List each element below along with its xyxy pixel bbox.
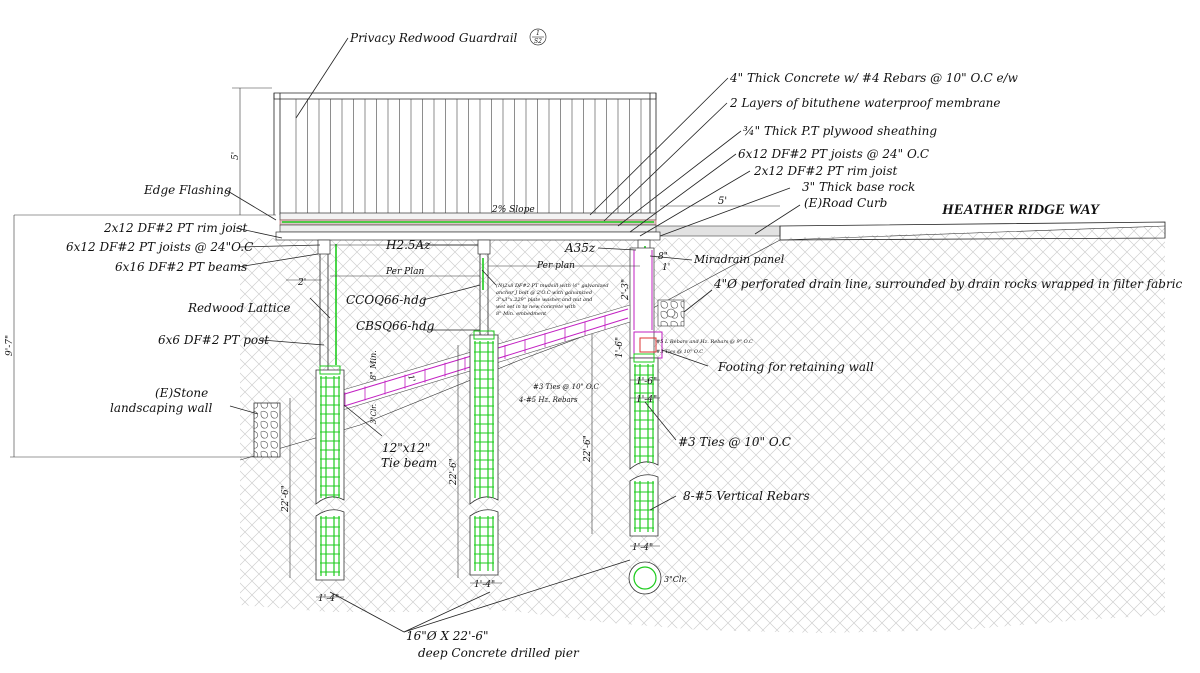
- drain-rock: [657, 299, 685, 327]
- dim-min-8: 8" Min.: [369, 350, 378, 380]
- label-mudsill-4: wet set in to new concrete with: [496, 304, 576, 310]
- label-ccoq: CCOQ66-hdg: [346, 293, 427, 307]
- label-mudsill-5: 8" Min. embedment: [496, 311, 547, 317]
- pier-upper: [469, 334, 499, 505]
- dim-pier-depth-3: 22'-6": [583, 435, 593, 463]
- label-h25az: H2.5Az: [385, 238, 431, 252]
- label-concrete: 4" Thick Concrete w/ #4 Rebars @ 10" O.C…: [729, 71, 1019, 85]
- label-per-plan-2: Per plan: [536, 261, 575, 271]
- deck-slab: [275, 212, 661, 241]
- dim-pier-depth-2: 22'-6": [449, 458, 459, 486]
- retaining-wall: [629, 247, 685, 359]
- dim-pier-dia-2: 1'-4": [474, 580, 495, 590]
- dim-rail-height: 5': [231, 152, 241, 160]
- label-vertical-rebars: 8-#5 Vertical Rebars: [683, 489, 810, 503]
- label-footing: Footing for retaining wall: [717, 360, 874, 374]
- dim-pier-dia-3: 1'-4": [632, 543, 653, 553]
- dim-overall-height: 9'-7": [5, 335, 15, 356]
- dim-footing-w: 1'-6": [636, 377, 657, 387]
- drilled-piers: [315, 330, 659, 581]
- pier-cap: [319, 365, 341, 375]
- dim-gap: 8": [658, 252, 668, 262]
- label-guardrail-ref-top: 1: [536, 30, 540, 37]
- pier-cap: [473, 330, 495, 340]
- label-ties-small: #3 Ties @ 10" O.C: [533, 383, 600, 391]
- framing: [317, 239, 651, 370]
- label-stone-wall-2: landscaping wall: [110, 401, 212, 415]
- label-mudsill-1: (N)2x8 DF#2 PT mudsill with ½" galvanize…: [496, 282, 609, 289]
- dim-setback: 5': [718, 196, 727, 207]
- label-redwood-lattice: Redwood Lattice: [187, 301, 290, 315]
- label-ties-small-2: #3 Ties @ 10" O.C: [656, 348, 703, 355]
- label-ties-main: #3 Ties @ 10" O.C: [678, 435, 791, 449]
- label-a35z: A35z: [564, 241, 596, 255]
- label-road-curb: (E)Road Curb: [804, 196, 887, 210]
- label-base-rock: 3" Thick base rock: [802, 180, 915, 194]
- dim-pier-depth-1: 22'-6": [281, 485, 291, 513]
- label-rim-joist-left: 2x12 DF#2 PT rim joist: [103, 221, 248, 235]
- label-l-rebars: #5 L Rebars and Hz. Rebars @ 9" O.C: [656, 338, 753, 345]
- label-rim-joist-right: 2x12 DF#2 PT rim joist: [753, 164, 898, 178]
- label-edge-flashing: Edge Flashing: [143, 183, 232, 197]
- dim-gap2: 1': [662, 263, 670, 273]
- label-pier-2: deep Concrete drilled pier: [418, 646, 580, 660]
- label-beams: 6x16 DF#2 PT beams: [115, 260, 247, 274]
- label-joists-left: 6x12 DF#2 PT joists @ 24"O.C: [66, 240, 253, 254]
- label-guardrail-ref-bottom: S2: [534, 38, 542, 45]
- dim-tie-1: 1': [406, 374, 417, 384]
- guardrail: [273, 92, 657, 215]
- dim-clr-3b: 3"Clr.: [664, 575, 687, 584]
- label-tie-beam-1: 12"x12": [382, 441, 430, 455]
- label-hz-rebars: 4-#5 Hz. Rebars: [518, 396, 578, 404]
- pier-upper: [315, 369, 345, 505]
- label-miradrain: Miradrain panel: [693, 253, 785, 266]
- label-cbsq: CBSQ66-hdg: [356, 319, 435, 333]
- dim-pier-dia-1: 1'-4": [318, 594, 339, 604]
- pier-lower: [469, 509, 499, 576]
- dimension-lines: [10, 87, 780, 598]
- leader-lines: [225, 37, 801, 633]
- pier-lower: [629, 474, 659, 537]
- label-mudsill-3: 3"x3"x.229" plate washer and nut and: [496, 297, 592, 303]
- dim-post-offset: 2': [297, 278, 306, 288]
- label-stone-wall-1: (E)Stone: [155, 386, 208, 400]
- label-post: 6x6 DF#2 PT post: [158, 333, 269, 347]
- pier-upper: [629, 357, 659, 470]
- dim-clr-3: 3"Clr.: [370, 404, 378, 424]
- stone-wall: [253, 402, 281, 458]
- label-plywood: ¾" Thick P.T plywood sheathing: [743, 124, 937, 138]
- dim-footing-h: 1'-6": [615, 337, 625, 358]
- pier-cap: [633, 353, 655, 363]
- label-pier-1: 16"Ø X 22'-6": [406, 629, 489, 643]
- label-membrane: 2 Layers of bituthene waterproof membran…: [729, 96, 1000, 110]
- label-per-plan-1: Per Plan: [385, 267, 424, 277]
- dim-wall-h: 2'-3": [621, 279, 631, 301]
- dim-footing-w2: 1'-4": [636, 395, 657, 405]
- label-mudsill-2: anchor J bolt @ 2'O.C with galvanized: [496, 289, 592, 296]
- label-street: HEATHER RIDGE WAY: [941, 202, 1101, 218]
- label-slope: 2% Slope: [491, 205, 535, 215]
- label-tie-beam-2: Tie beam: [381, 456, 437, 470]
- label-drain-line: 4"Ø perforated drain line, surrounded by…: [713, 277, 1183, 291]
- label-guardrail: Privacy Redwood Guardrail: [349, 31, 518, 45]
- label-joists-right: 6x12 DF#2 PT joists @ 24" O.C: [738, 147, 929, 161]
